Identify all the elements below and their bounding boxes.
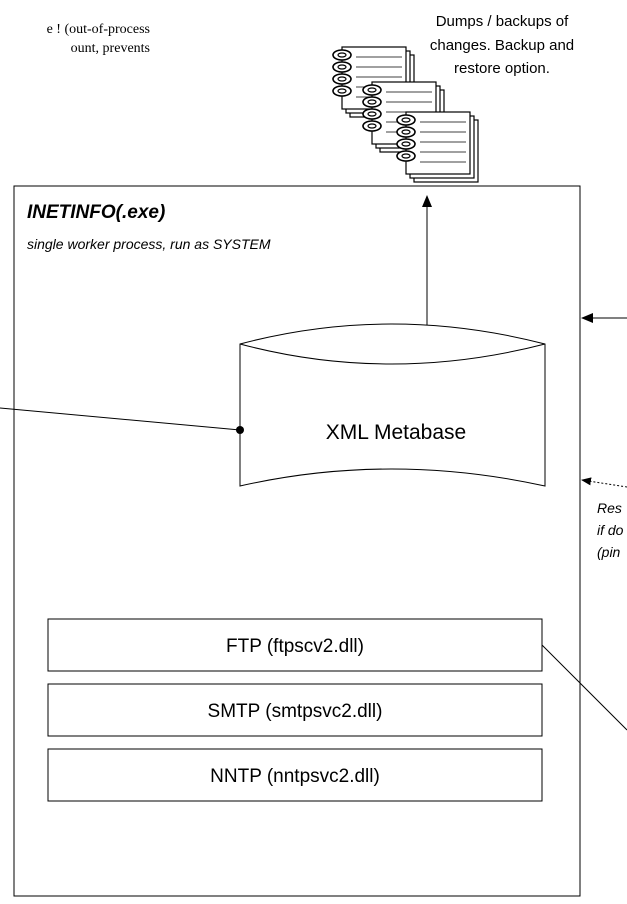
right-dotted-arrow [581, 477, 627, 488]
nntp-service-box [47, 748, 543, 802]
right-note-line-2: if do [597, 522, 624, 538]
top-note-line-2: ount, prevents [71, 41, 150, 56]
dumps-label-line-1: Dumps / backups of [436, 13, 569, 30]
top-note-line-1: e ! (out-of-process [47, 22, 150, 37]
xml-metabase-cylinder [239, 323, 546, 487]
connector-dot [236, 426, 244, 434]
ftp-service-box [47, 618, 543, 672]
dumps-label-line-3: restore option. [454, 60, 550, 77]
smtp-service-label: SMTP (smtpsvc2.dll) [208, 701, 383, 722]
smtp-service-box [47, 683, 543, 737]
metabase-label: XML Metabase [326, 421, 466, 444]
process-title: INETINFO(.exe) [27, 202, 165, 223]
right-note-line-3: (pin [597, 544, 621, 560]
left-connector-line [0, 407, 241, 431]
dumps-label-line-2: changes. Backup and [430, 37, 574, 54]
process-subtitle: single worker process, run as SYSTEM [27, 236, 271, 252]
right-note-line-1: Res [597, 500, 622, 516]
ftp-outgoing-line [541, 644, 627, 731]
nntp-service-label: NNTP (nntpsvc2.dll) [210, 766, 380, 787]
ftp-service-label: FTP (ftpscv2.dll) [226, 636, 364, 657]
